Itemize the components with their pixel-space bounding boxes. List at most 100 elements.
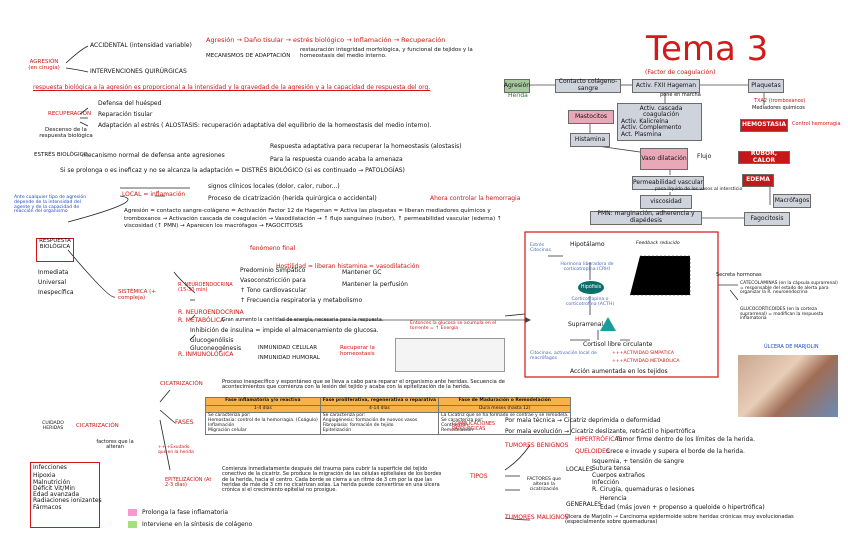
diag-pone: pone en marcha [660, 93, 701, 98]
diag-pasa: pasa líquido de los vasos al intersticio [655, 188, 742, 193]
hor-suprarrenal: Suprarrenal [568, 322, 603, 328]
neuro-item-3: ↑ Tono cardiovascular [240, 288, 306, 294]
inmunidad-humoral: INMUNIDAD HUMORAL [258, 356, 320, 362]
metab-label: R. METABÓLICA [178, 318, 224, 324]
ulcera-photo [738, 355, 838, 417]
hor-secreta: Secreta hormonas [716, 273, 762, 278]
estres-r2: Para la respuesta cuando acaba la amenaz… [270, 157, 403, 163]
neuroend-label: R. NEUROENDOCRINA [178, 310, 244, 316]
diag-contacto: Contacto colágeno-sangre [555, 79, 621, 93]
agresion-chain: Agresión → Daño tisular → estrés biológi… [206, 37, 445, 44]
hor-accion: Acción aumentada en los tejidos [570, 369, 668, 375]
page-title: Tema 3 [646, 32, 768, 68]
tipos-locales: LOCALES [566, 467, 593, 473]
complicaciones-p1: Por mala técnica → Cicatriz deprimida o … [505, 418, 661, 424]
hor-gluco: GLUCOCORTICOIDES (en la corteza suprarre… [740, 308, 840, 322]
agresion-text: Agresión = contacto sangre-colágeno = Ac… [124, 208, 504, 231]
diag-rubor: RUBOR, CALOR [738, 151, 790, 164]
diag-pmn: PMN: marginación, adherencia y diapédesi… [590, 211, 702, 225]
mecanismos-text: restauración integridad morfológica, y f… [300, 48, 505, 60]
estres-r3: Si se prolonga o es ineficaz y no se alc… [60, 168, 405, 174]
legend-2: Interviene en la síntesis de colágeno [142, 522, 252, 528]
recuperar-note: Recuperar la homeostasis [340, 346, 392, 358]
local-label: LOCAL = inflamación [122, 192, 185, 198]
neuro-item-2: Vasoconstricción para [240, 278, 306, 284]
resp-item-2: Universal [38, 280, 66, 286]
mecanismos-label: MECANISMOS DE ADAPTACIÓN [206, 54, 290, 60]
hor-acth: Corticotropina o corticotrofina (ACTH) [556, 298, 624, 308]
metab-text: Gran aumento la cantidad de energía, nec… [222, 318, 383, 323]
diag-flujo: Flujo [697, 154, 711, 160]
fase-h1: Fase inflamatoria y/o reactiva [206, 398, 321, 406]
diag-vaso: Vaso dilatación [640, 148, 688, 170]
fase-c1: Se caracteriza por: Hemostasia: control … [206, 413, 321, 435]
cicat-text: Proceso inespecífico y espontáneo que se… [222, 380, 512, 391]
diag-txa: TXA2 (tromboxanos) [754, 99, 805, 104]
metab-item-1: Inhibición de insulina = impide el almac… [190, 328, 379, 334]
hor-cat: CATECOLAMINAS (en la cápsula suprarrenal… [740, 282, 840, 296]
hor-triangle-icon [600, 317, 616, 331]
diag-plaquetas: Plaquetas [748, 79, 784, 93]
diag-control: Control hemorragia [792, 122, 841, 127]
hor-hipotalamo: Hipotálamo [570, 242, 605, 248]
inmunidad-celular: INMUNIDAD CELULAR [258, 346, 317, 352]
cicat-center: CICATRIZACIÓN [76, 424, 119, 430]
cascade-1: Activ. cascada coagulación [621, 106, 701, 119]
hor-estres: Estrés Citocinas [530, 244, 552, 254]
cuidado-heridas: CUIDADO HERIDAS [38, 422, 68, 432]
epitel-text: Comienza inmediatamente después del trau… [222, 467, 442, 493]
cascade-4: Act. Plasmina [621, 132, 662, 139]
sistemica-label: SISTÉMICA (+ compleja) [118, 290, 158, 302]
factor-7: Fármacos [31, 505, 99, 511]
diag-cascade-box: Activ. cascada coagulación Activ. Kalicr… [617, 103, 702, 141]
hor-cortisol: Cortisol libre circulante [583, 342, 652, 348]
diag-hageman: Activ. FXII Hageman [632, 79, 700, 93]
fenomeno-final: fenómeno final [250, 246, 295, 252]
diag-mediadores: Mediadores químicos [752, 106, 805, 111]
resp-item-3: Inespecífica [38, 290, 74, 296]
fase-d1: 1-4 días [206, 405, 321, 413]
local-s1: signos clínicos locales (dolor, calor, r… [208, 184, 340, 190]
complicaciones-p2: Por mala evolución → Cicatriz deslizante… [505, 429, 695, 435]
hor-hipofisis: Hipófisis [578, 281, 604, 294]
diag-viscosidad: viscosidad [640, 195, 692, 209]
cicat-label: CICATRIZACIÓN [160, 382, 203, 388]
fase-c1-3: Migración celular [208, 429, 318, 434]
legend-swatch-green [128, 521, 137, 528]
factores-box: Infecciones Hipoxia Malnutrición Déficit… [30, 462, 100, 528]
tipos-que-text: Crece e invade y supera el borde de la h… [606, 449, 745, 455]
gen-1: Herencia [600, 496, 627, 502]
metab-item-2: Glucogenólisis [190, 338, 233, 344]
tipos-benignos: TUMORES BENIGNOS [505, 443, 568, 449]
gen-2: Edad (más joven + propenso a queloide o … [600, 505, 765, 511]
diag-macrofagos: Macrófagos [773, 194, 811, 208]
diag-agresion: Agresión [504, 79, 530, 93]
inmuno-label: R. INMUNOLÓGICA [178, 352, 233, 358]
tipos-factores: FACTORES que alteran la cicatrización [525, 478, 563, 492]
tipos-mal-text: Úlcera de Marjolin → Carcinoma epidermoi… [565, 515, 810, 526]
estres-text: mecanismo normal de defensa ante agresio… [82, 153, 225, 159]
exudado-note: ++ +Exudado que en la herida [158, 446, 198, 455]
resp-item-1: Inmediata [38, 270, 68, 276]
hor-simp: +++ACTIVIDAD SIMPATICA [612, 352, 674, 357]
fases-label: FASES [175, 420, 193, 426]
fase-c2-3: Epitelización [323, 429, 436, 434]
tipos-queloides: QUELOIDES [575, 449, 610, 455]
recuperacion-item-2: Reparación tisular [98, 112, 152, 118]
neuro-item-4: ↑ Frecuencia respiratoria y metabolismo [240, 298, 362, 304]
diag-hemostasia: HEMOSTASIA [740, 119, 788, 132]
hor-citocinas: Citocinas, activación local de macrófago… [530, 352, 600, 362]
legend-1: Prolonga la fase inflamatoria [142, 510, 228, 516]
complicaciones-label: COMPLICACIONES PATOLÓGICAS [452, 422, 496, 432]
diag-fagocitosis: Fagocitosis [744, 212, 790, 226]
neuro-label: R. NEUROENDOCRINA (15-30 min) [178, 283, 238, 294]
loc-5: R. Cirugía, quemaduras o lesiones [592, 487, 695, 493]
diag-herida: Herida [508, 93, 528, 99]
ulcera-label: ÚLCERA DE MARJOLIN [764, 345, 819, 350]
neuro-item-1: Predominio Simpático [240, 268, 305, 274]
diag-histamina: Histamina [570, 133, 610, 147]
mantener-1: Mantener GC [342, 270, 381, 276]
tipos-hip-text: Tumor firme dentro de los límites de la … [616, 437, 755, 443]
legend-swatch-pink [128, 509, 137, 516]
diag-edema: EDEMA [742, 174, 774, 187]
